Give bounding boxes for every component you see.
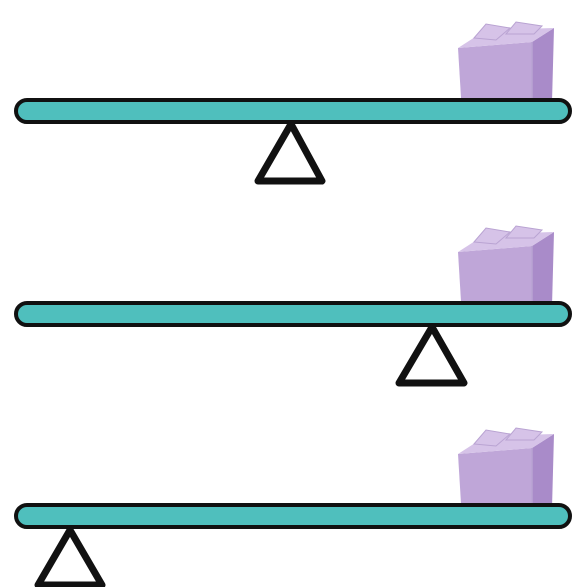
lever-3 — [14, 427, 572, 587]
box-flap — [504, 225, 544, 239]
fulcrum-triangle-icon — [395, 323, 468, 387]
fulcrum-triangle-icon — [34, 526, 106, 587]
box-flap — [504, 21, 544, 35]
lever-2 — [14, 225, 572, 387]
lever-beam — [14, 301, 572, 327]
box-side-face — [532, 28, 554, 120]
box-flap — [472, 23, 512, 41]
lever-beam — [14, 503, 572, 529]
box-flap — [472, 227, 512, 245]
fulcrum-triangle-icon — [254, 120, 326, 185]
lever-beam — [14, 98, 572, 124]
box-flap — [472, 429, 512, 447]
lever-1 — [14, 21, 572, 185]
box-flap — [504, 427, 544, 441]
